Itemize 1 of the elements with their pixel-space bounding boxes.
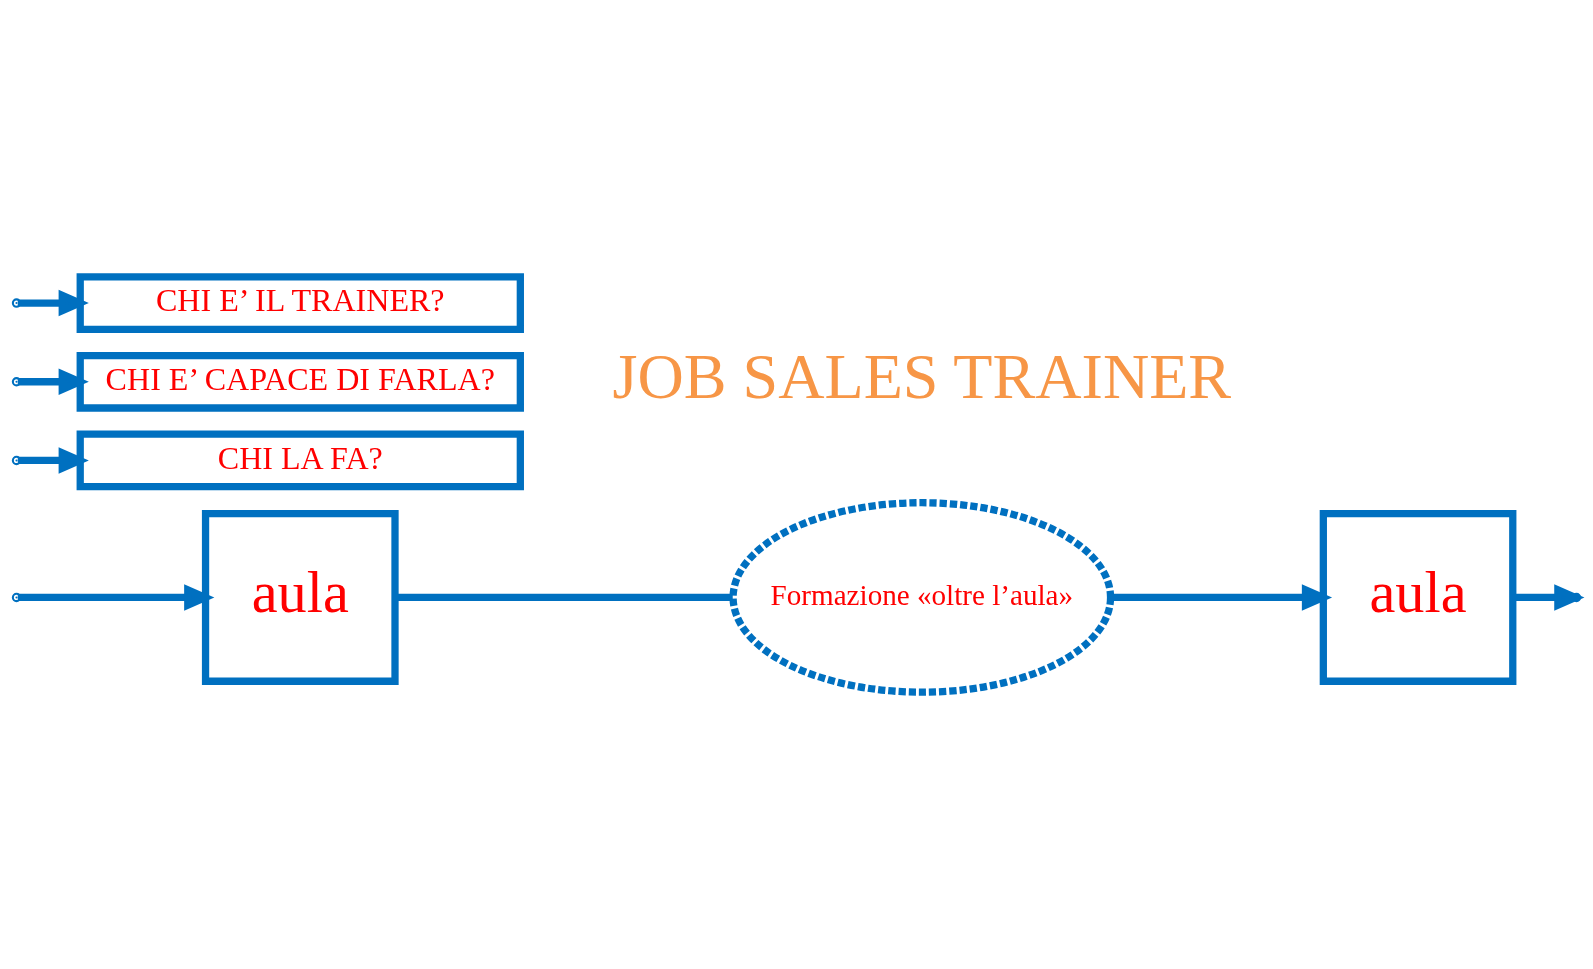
label: JOB SALES TRAINER bbox=[612, 341, 1232, 413]
